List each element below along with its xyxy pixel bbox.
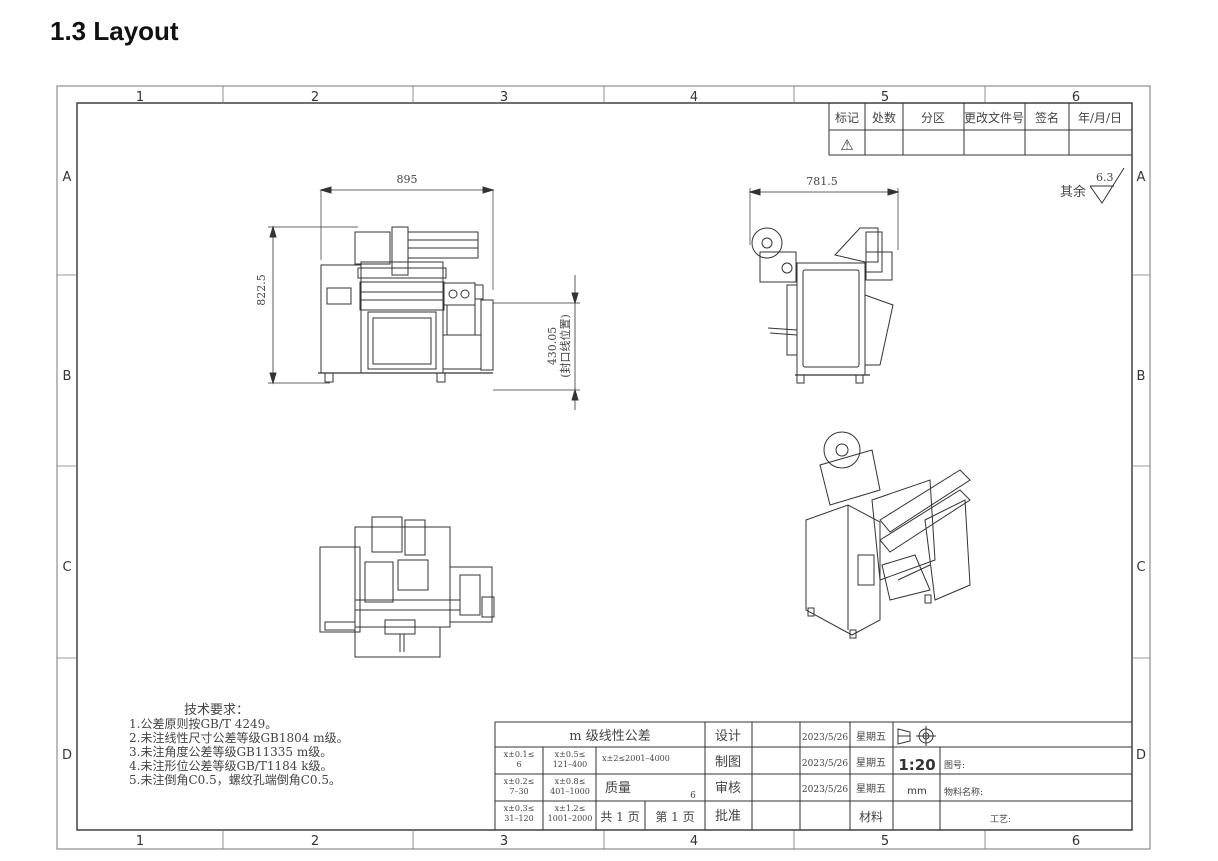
zone-row-right: A xyxy=(1137,170,1146,185)
tolerance-cell: x±2≤2001–4000 xyxy=(602,754,670,763)
mass-label: 质量 xyxy=(605,781,631,796)
surface-finish-label: 其余 xyxy=(1060,184,1086,200)
zone-row-left: C xyxy=(62,560,71,575)
warning-icon: ⚠ xyxy=(840,136,853,154)
scale-value: 1:20 xyxy=(898,756,935,774)
zone-col-bottom: 5 xyxy=(881,834,889,849)
zone-col-top: 4 xyxy=(690,90,698,105)
tolerance-cell: 1001–2000 xyxy=(548,814,593,823)
dimension-side-width: 781.5 xyxy=(806,175,838,188)
mass-value: 6 xyxy=(690,791,696,801)
zone-col-top: 3 xyxy=(500,90,508,105)
zone-row-left: B xyxy=(63,369,72,384)
tolerance-cell: 121–400 xyxy=(553,760,588,769)
zone-col-bottom: 4 xyxy=(690,834,698,849)
zone-row-right: C xyxy=(1136,560,1145,575)
material-label: 材料 xyxy=(859,810,883,824)
revision-header: 更改文件号 xyxy=(964,110,1024,125)
zone-row-left: D xyxy=(62,748,72,763)
revision-header: 处数 xyxy=(872,110,896,125)
page-title: 1.3 Layout xyxy=(50,16,179,46)
role-label: 批准 xyxy=(715,809,741,824)
side-view xyxy=(748,188,900,384)
dimension-front-width: 895 xyxy=(397,173,418,186)
sign-date: 2023/5/26 xyxy=(802,733,848,743)
tolerance-cell: 401–1000 xyxy=(550,787,590,796)
dimension-seal-height: 430.05 xyxy=(546,327,559,366)
tolerance-cell: 6 xyxy=(516,760,521,769)
tolerance-cell: x±0.3≤ xyxy=(504,804,535,813)
dimension-front-height: 822.5 xyxy=(255,274,268,306)
sign-date: 2023/5/26 xyxy=(802,759,848,769)
tech-requirement-line: 2.未注线性尺寸公差等级GB1804 m级。 xyxy=(129,730,349,745)
zone-col-top: 2 xyxy=(311,90,319,105)
zone-col-bottom: 1 xyxy=(136,834,144,849)
surface-finish-symbol: 其余 6.3 xyxy=(1060,167,1125,204)
top-view xyxy=(319,516,495,658)
projection-symbol xyxy=(897,726,936,746)
signer-name: 星期五 xyxy=(856,757,886,769)
outer-frame xyxy=(56,85,1151,850)
zone-col-bottom: 6 xyxy=(1072,834,1080,849)
drawing-number-label: 图号: xyxy=(944,760,965,771)
unit-value: mm xyxy=(907,786,926,797)
role-label: 设计 xyxy=(715,729,741,744)
process-label: 工艺: xyxy=(990,814,1011,825)
signer-name: 星期五 xyxy=(856,731,886,743)
tech-requirement-line: 3.未注角度公差等级GB11335 m级。 xyxy=(129,744,332,759)
title-block xyxy=(494,721,1133,831)
tech-requirement-line: 1.公差原则按GB/T 4249。 xyxy=(129,717,277,731)
zone-col-top: 1 xyxy=(136,90,144,105)
front-view xyxy=(268,186,580,410)
tolerance-cell: 31–120 xyxy=(504,814,533,823)
tech-title: 技术要求： xyxy=(184,703,249,718)
tolerance-cell: 7–30 xyxy=(509,787,528,796)
dimension-seal-note: (封口线位置) xyxy=(558,314,572,378)
tech-requirement-line: 4.未注形位公差等级GB/T1184 k级。 xyxy=(129,758,333,773)
sign-date: 2023/5/26 xyxy=(802,785,848,795)
role-label: 制图 xyxy=(715,755,741,770)
zone-row-right: D xyxy=(1136,748,1146,763)
page-total: 共 1 页 xyxy=(600,810,639,824)
revision-header: 分区 xyxy=(921,111,945,125)
page-current: 第 1 页 xyxy=(655,810,694,824)
zone-row-left: A xyxy=(63,170,72,185)
zone-row-right: B xyxy=(1137,369,1146,384)
surface-finish-value: 6.3 xyxy=(1096,171,1114,184)
revision-table: 标记处数 分区 更改文件号签名 年/月/日 ⚠ xyxy=(828,102,1133,156)
tolerance-cell: x±0.2≤ xyxy=(504,777,535,786)
tech-requirements: 技术要求： 1.公差原则按GB/T 4249。2.未注线性尺寸公差等级GB180… xyxy=(129,703,349,787)
tech-requirement-line: 5.未注倒角C0.5，螺纹孔端倒角C0.5。 xyxy=(129,772,341,787)
revision-header: 标记 xyxy=(835,111,859,125)
material-name-label: 物料名称: xyxy=(944,786,983,798)
signer-name: 星期五 xyxy=(856,783,886,795)
tolerance-cell: x±0.8≤ xyxy=(555,777,586,786)
zone-col-bottom: 2 xyxy=(311,834,319,849)
tolerance-title: m 级线性公差 xyxy=(569,729,650,744)
role-label: 审核 xyxy=(715,781,741,796)
zone-col-top: 6 xyxy=(1072,90,1080,105)
tolerance-cell: x±1.2≤ xyxy=(555,804,586,813)
revision-header: 签名 xyxy=(1035,110,1059,125)
zone-col-bottom: 3 xyxy=(500,834,508,849)
tolerance-cell: x±0.5≤ xyxy=(555,750,586,759)
revision-header: 年/月/日 xyxy=(1078,111,1122,125)
tolerance-cell: x±0.1≤ xyxy=(504,750,535,759)
zone-col-top: 5 xyxy=(881,90,889,105)
isometric-view xyxy=(805,431,971,639)
